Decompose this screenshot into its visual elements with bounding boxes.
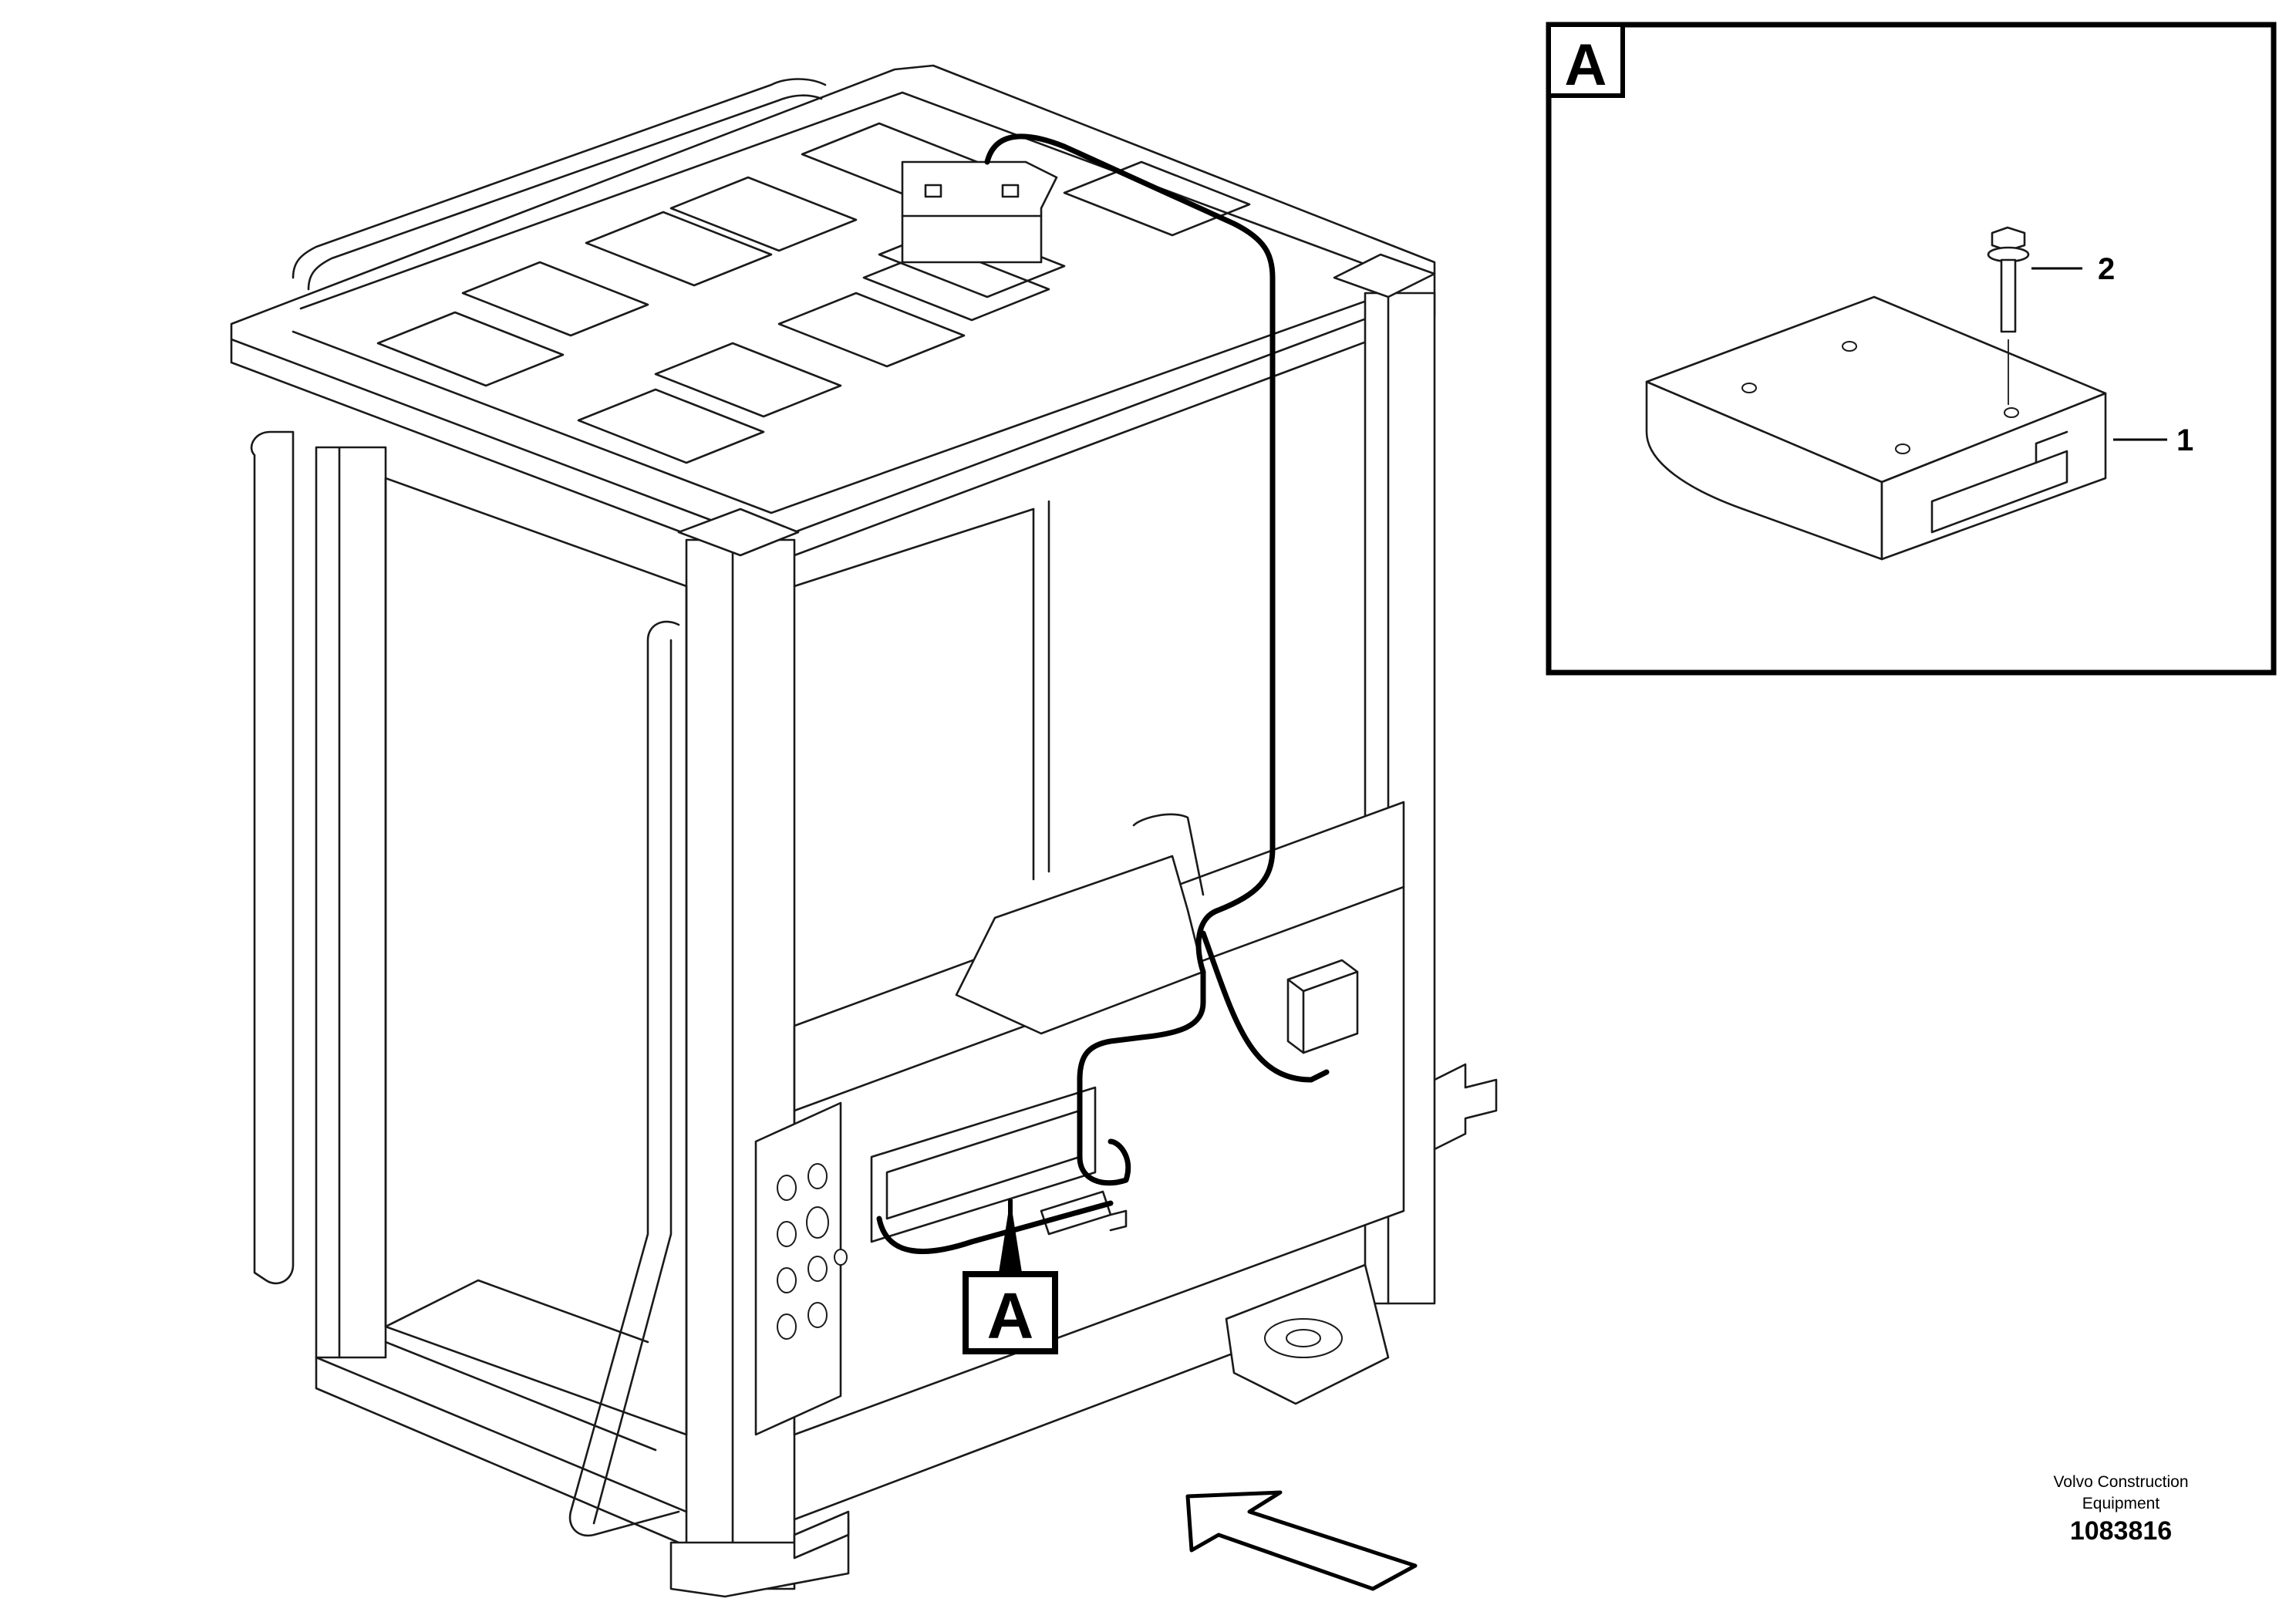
view-direction-arrow bbox=[1185, 1490, 1418, 1591]
detail-view-A: A 2 1 bbox=[1546, 22, 2277, 676]
control-unit bbox=[1645, 295, 2107, 561]
cab-frame bbox=[230, 64, 1498, 1598]
part-number-1: 1 bbox=[2176, 423, 2193, 457]
front-left-post bbox=[685, 538, 796, 1590]
left-handrail bbox=[568, 620, 680, 1537]
callout-A: A bbox=[963, 1199, 1058, 1354]
roof-mounted-unit bbox=[901, 160, 1058, 264]
detail-view-label: A bbox=[1565, 32, 1607, 98]
callout-label: A bbox=[987, 1280, 1034, 1352]
door-opening bbox=[384, 477, 688, 1436]
roof-handrail bbox=[292, 78, 827, 279]
side-bracket bbox=[1433, 1063, 1498, 1151]
part-number-2: 2 bbox=[2098, 252, 2115, 286]
roof-cutouts bbox=[376, 122, 1251, 464]
seat-base bbox=[1225, 1263, 1390, 1405]
company-name-line2: Equipment bbox=[2082, 1495, 2160, 1512]
wiring-harness bbox=[984, 133, 1276, 1186]
console bbox=[754, 801, 1405, 1436]
console-mounted-unit bbox=[1286, 959, 1359, 1054]
flange-screw bbox=[1987, 226, 2030, 405]
drawing-number: 1083816 bbox=[2069, 1516, 2173, 1546]
company-name-line1: Volvo Construction bbox=[2053, 1473, 2189, 1491]
rear-left-post bbox=[315, 446, 387, 1359]
